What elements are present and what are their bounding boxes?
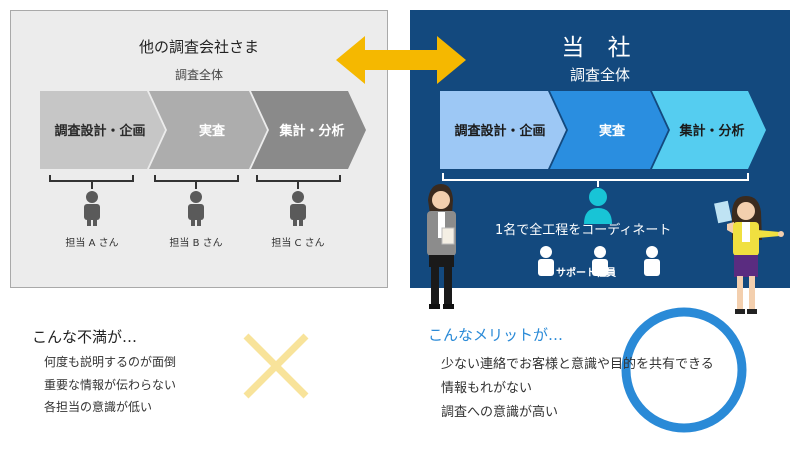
staff-person-icon: [592, 246, 608, 276]
left-step-1-shape: [40, 91, 165, 169]
our-company-title: 当 社: [561, 35, 639, 61]
right-step-3-label: 集計・分析: [678, 123, 744, 139]
right-step-3-shape: [652, 91, 766, 169]
right-bracket: [442, 173, 749, 187]
person-icon: [84, 191, 100, 226]
complaint-item: 重要な情報が伝わらない: [44, 378, 177, 392]
circle-mark-icon: [621, 307, 747, 433]
double-arrow-icon: [336, 36, 466, 84]
left-step-3-shape: [251, 91, 366, 169]
left-bracket-2: [154, 175, 239, 189]
assignee-c-label: 担当 C さん: [271, 238, 325, 249]
left-bracket-1: [49, 175, 134, 189]
right-step-1-label: 調査設計・企画: [454, 123, 545, 139]
assignee-b-label: 担当 B さん: [169, 238, 223, 249]
coordinator-text: 1名で全工程をコーディネート: [495, 223, 672, 238]
left-bracket-3: [256, 175, 341, 189]
other-companies-subtitle: 調査全体: [174, 68, 223, 82]
our-company-subtitle: 調査全体: [569, 66, 630, 84]
businesswoman-clipboard-icon: [427, 184, 456, 309]
merit-item: 調査への意識が高い: [441, 405, 559, 420]
other-companies-title: 他の調査会社さま: [138, 38, 259, 56]
support-staff-label: サポート社員: [556, 268, 616, 279]
right-step-1-shape: [440, 91, 566, 169]
person-icon: [290, 191, 306, 226]
merit-item: 情報もれがない: [441, 381, 533, 396]
left-step-1-label: 調査設計・企画: [54, 123, 145, 139]
right-step-2-shape: [550, 91, 668, 169]
left-step-2-shape: [149, 91, 267, 169]
staff-person-icon: [538, 246, 554, 276]
right-step-2-label: 実査: [599, 123, 626, 139]
left-step-3-label: 集計・分析: [278, 123, 344, 139]
assignee-a-label: 担当 A さん: [65, 238, 119, 249]
staff-person-icon: [644, 246, 660, 276]
merit-item: 少ない連絡でお客様と意識や目的を共有できる: [441, 357, 714, 372]
merits-title: こんなメリットが…: [428, 326, 564, 344]
complaints-title: こんな不満が…: [32, 328, 138, 346]
left-step-2-label: 実査: [199, 123, 226, 139]
complaint-item: 各担当の意識が低い: [44, 400, 153, 414]
businesswoman-document-icon: [714, 196, 784, 314]
complaint-item: 何度も説明するのが面倒: [44, 355, 177, 369]
cross-mark-icon: [243, 333, 309, 399]
coordinator-person-icon: [584, 188, 612, 224]
person-icon: [188, 191, 204, 226]
